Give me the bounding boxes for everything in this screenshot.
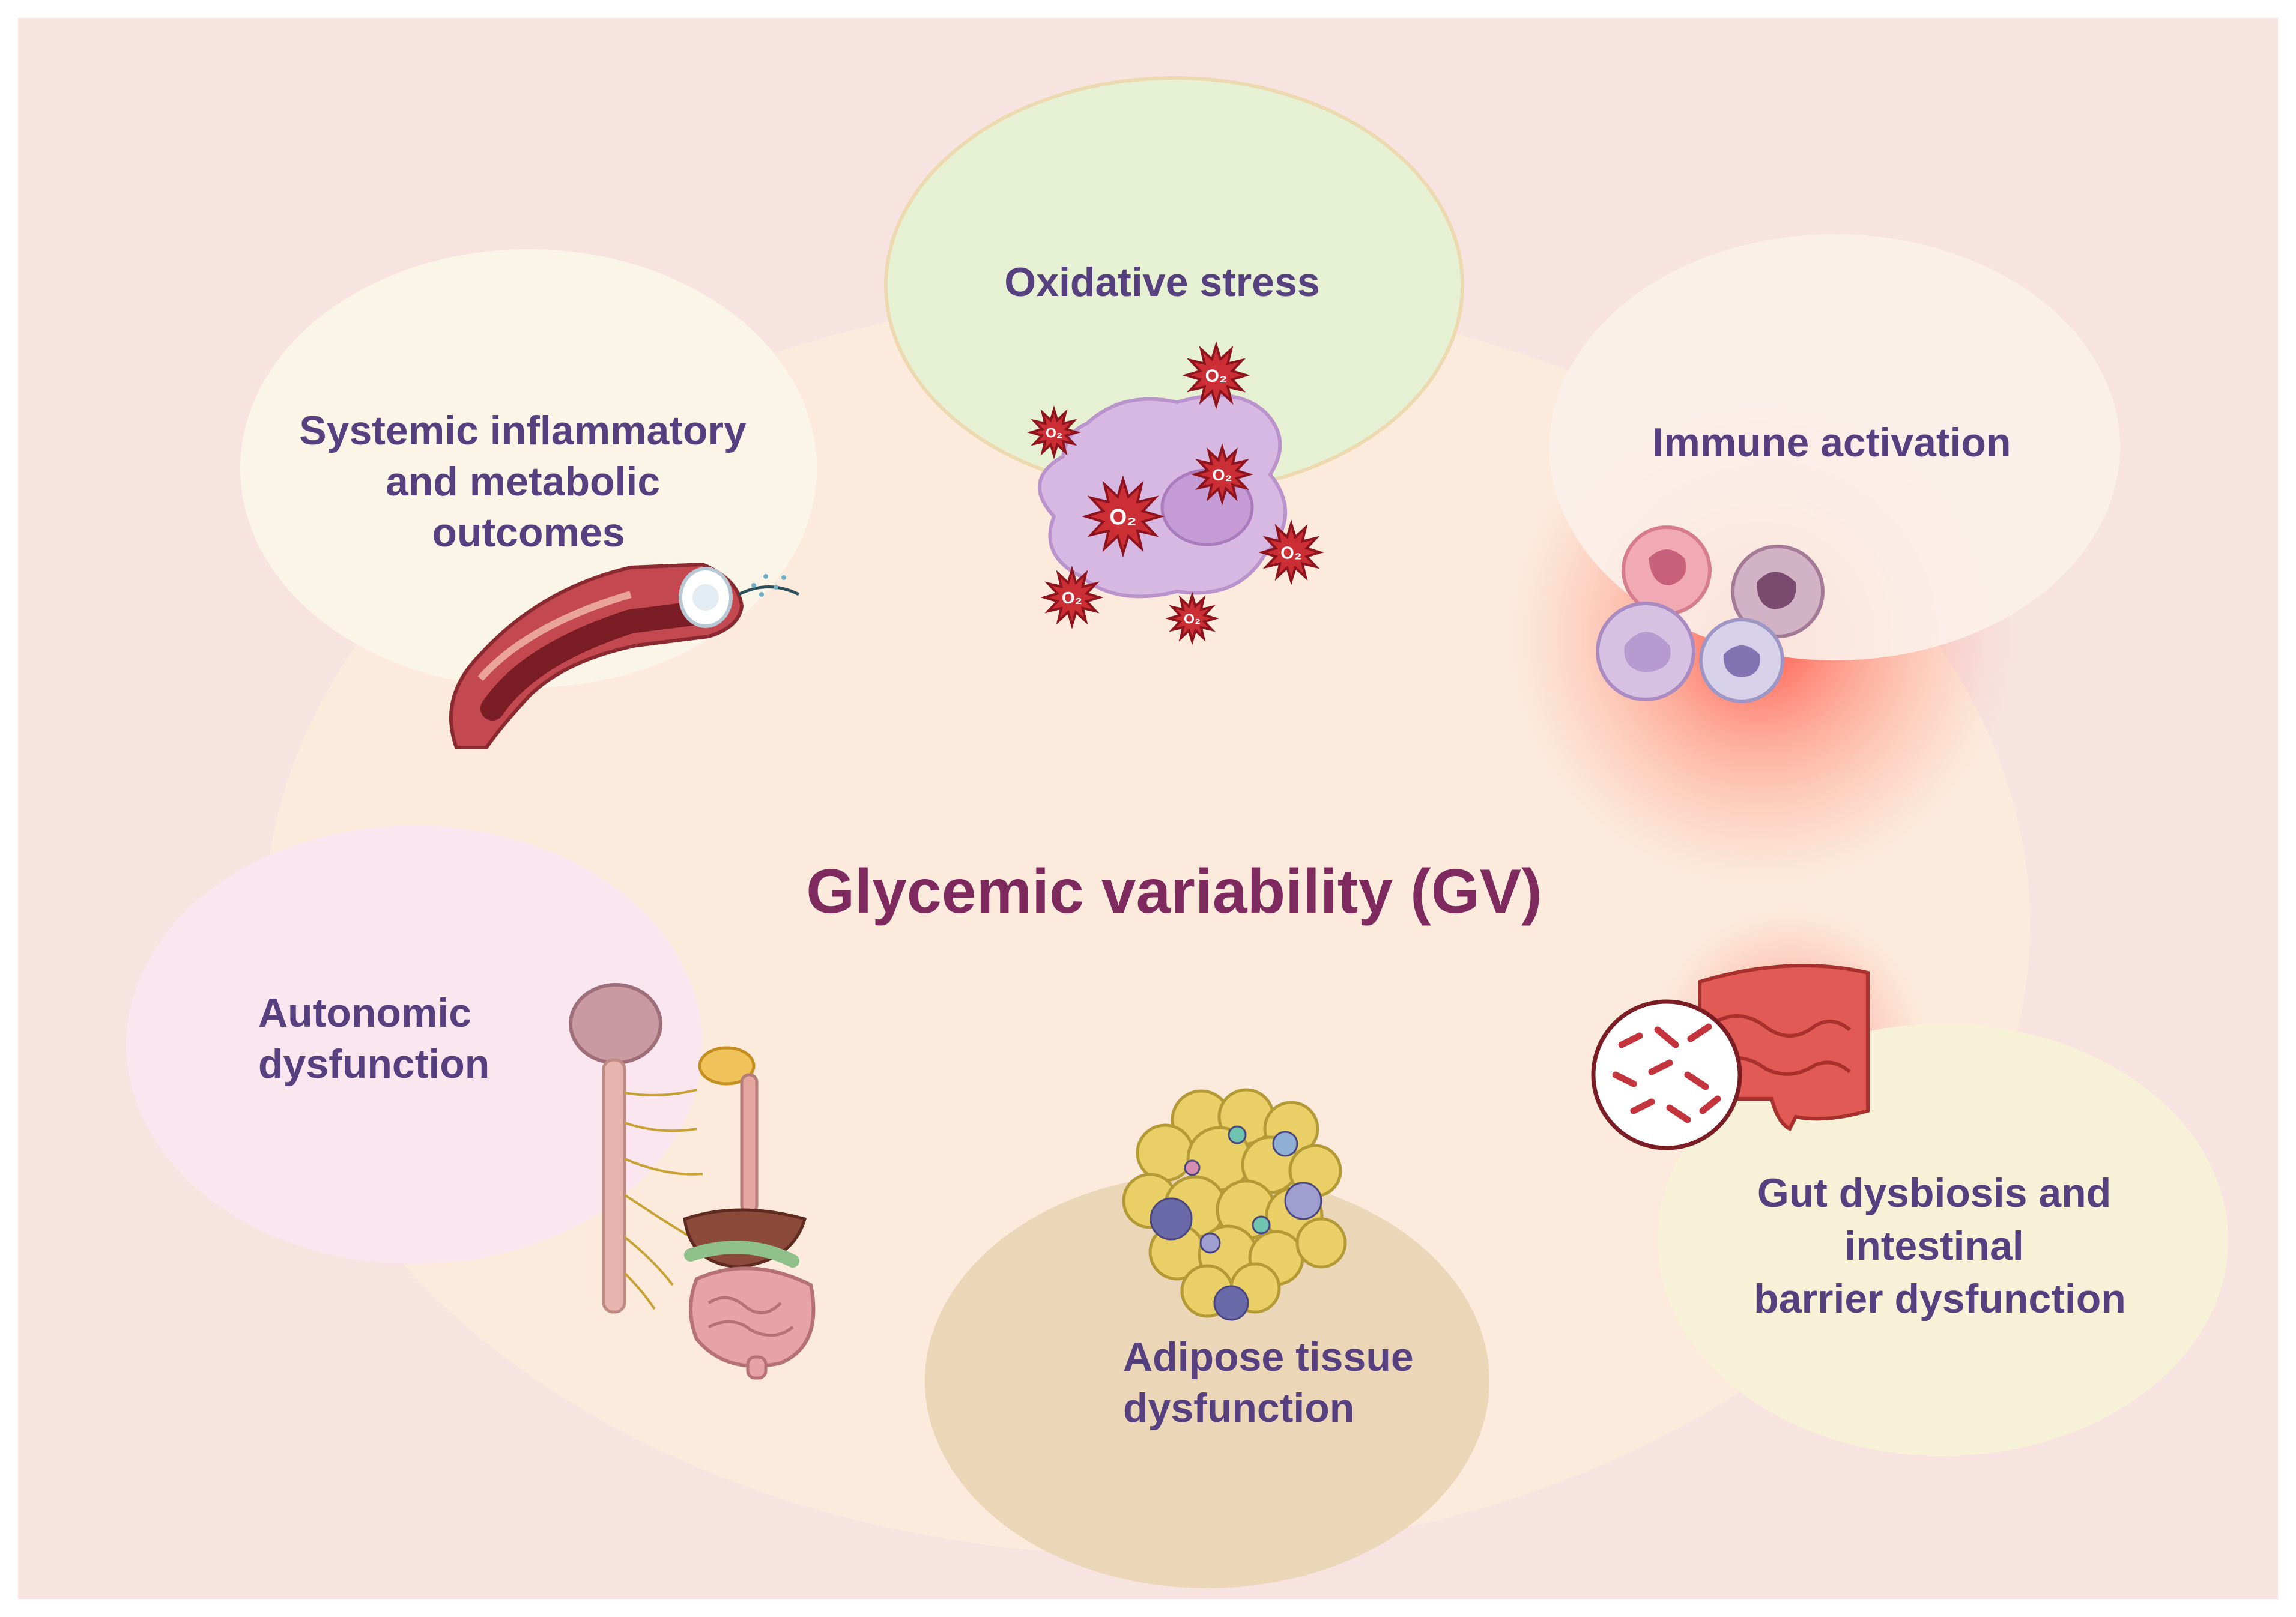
oxidized-cell-icon (1037, 393, 1288, 599)
superoxide-stars: O₂ O₂ O₂ O₂ O₂ O₂ O₂ (1027, 341, 1324, 645)
immune-cell-in-fat (1150, 1197, 1193, 1241)
nervous-system-organs-icon (569, 983, 816, 1380)
immune-cell-in-fat (1228, 1125, 1247, 1144)
superoxide-star (1082, 475, 1165, 558)
immune-label: Immune activation (1652, 420, 2011, 465)
adipose-label: Adipose tissue dysfunction (1123, 1334, 1425, 1431)
node-gut: Gut dysbiosis and intestinal barrier dys… (1591, 907, 2228, 1456)
superoxide-star (1182, 341, 1250, 410)
superoxide-star (1040, 566, 1104, 629)
immune-cell-in-fat (1252, 1215, 1271, 1235)
immune-cell-in-fat (1284, 1182, 1322, 1220)
systemic-label: Systemic inflammatory and metabolic outc… (299, 408, 757, 555)
superoxide-glyph: O₂ (1213, 466, 1232, 484)
immune-cell-in-fat (1184, 1159, 1201, 1176)
adipose-bubble (925, 1174, 1489, 1588)
adipocyte (1136, 1123, 1195, 1182)
node-autonomic: Autonomic dysfunction (126, 826, 816, 1380)
gut-label: Gut dysbiosis and intestinal barrier dys… (1754, 1170, 2126, 1322)
oxidative-stress-label: Oxidative stress (1004, 259, 1319, 305)
superoxide-star (1165, 591, 1219, 645)
immune-cells-icon (1596, 525, 1825, 703)
immune-cell-in-fat (1199, 1232, 1221, 1254)
superoxide-glyph: O₂ (1062, 588, 1082, 607)
superoxide-glyph: O₂ (1280, 544, 1301, 563)
immune-cell-in-fat (1272, 1131, 1298, 1157)
autonomic-bubble (126, 826, 703, 1264)
blood-vessel-icon (449, 562, 800, 749)
autonomic-label: Autonomic dysfunction (258, 990, 489, 1087)
superoxide-glyph: O₂ (1046, 425, 1062, 440)
superoxide-star (1027, 405, 1081, 459)
superoxide-glyph: O₂ (1205, 366, 1228, 386)
node-immune: Immune activation (1507, 234, 2120, 889)
superoxide-star (1258, 519, 1324, 585)
node-adipose: Adipose tissue dysfunction (925, 1088, 1489, 1588)
immune-cell-in-fat (1213, 1285, 1249, 1321)
adipocyte-cluster-icon (1122, 1088, 1347, 1321)
central-title: Glycemic variability (GV) (806, 857, 1542, 926)
gut-bubble (1658, 1024, 2228, 1456)
superoxide-glyph: O₂ (1109, 505, 1136, 530)
superoxide-star (1191, 443, 1253, 506)
node-oxidative-stress: Oxidative stress O₂ O₂ O₂ O₂ O₂ O₂ O₂ (884, 76, 1464, 645)
superoxide-glyph: O₂ (1184, 611, 1201, 626)
adipocyte (1295, 1217, 1347, 1269)
node-systemic: Systemic inflammatory and metabolic outc… (240, 249, 817, 749)
intestine-bacteria-icon (1591, 964, 1870, 1150)
